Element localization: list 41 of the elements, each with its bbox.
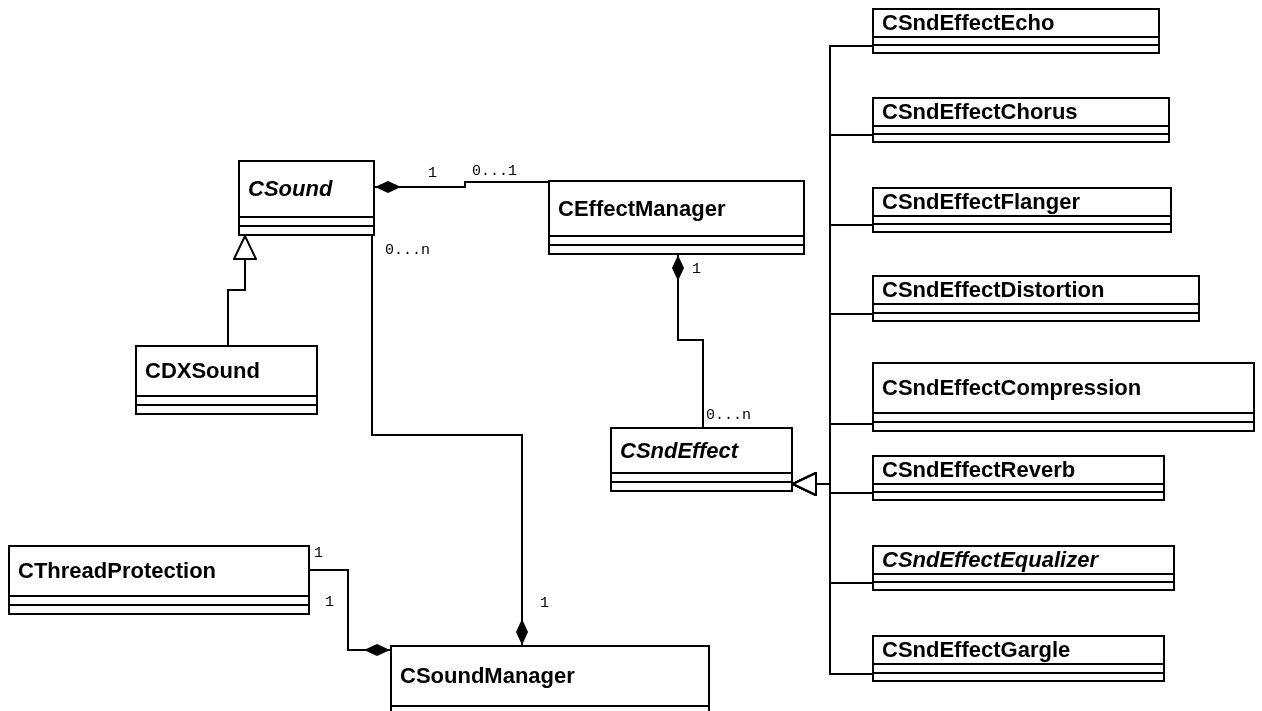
class-box bbox=[135, 345, 318, 415]
class-name: CSndEffectChorus bbox=[882, 99, 1078, 125]
multiplicity-label: 0...n bbox=[385, 243, 430, 259]
class-box bbox=[872, 97, 1170, 143]
multiplicity-label: 1 bbox=[325, 595, 334, 611]
composition-line bbox=[309, 569, 391, 656]
class-box bbox=[390, 645, 710, 711]
class-name: CSoundManager bbox=[400, 663, 575, 689]
class-name: CSndEffectEqualizer bbox=[882, 547, 1098, 573]
class-box bbox=[872, 8, 1160, 54]
class-name: CSndEffectGargle bbox=[882, 637, 1071, 663]
class-box bbox=[872, 455, 1165, 501]
composition-line bbox=[371, 235, 528, 646]
composition-line bbox=[672, 254, 704, 428]
class-box bbox=[8, 545, 310, 615]
class-box bbox=[872, 275, 1200, 322]
multiplicity-label: 0...n bbox=[706, 408, 751, 424]
class-box bbox=[872, 187, 1172, 233]
composition-line bbox=[374, 181, 549, 193]
class-name: CSndEffectFlanger bbox=[882, 189, 1081, 215]
class-box bbox=[548, 180, 805, 255]
multiplicity-label: 1 bbox=[314, 546, 323, 562]
class-name: CSndEffectEcho bbox=[882, 10, 1055, 36]
multiplicity-label: 1 bbox=[428, 166, 437, 182]
class-box bbox=[872, 635, 1165, 682]
generalization-arrow bbox=[227, 235, 257, 346]
class-name: CEffectManager bbox=[558, 195, 726, 222]
class-name: CDXSound bbox=[145, 358, 260, 384]
multiplicity-label: 1 bbox=[692, 262, 701, 278]
class-box bbox=[238, 160, 375, 236]
multiplicity-label: 1 bbox=[540, 596, 549, 612]
class-box bbox=[872, 362, 1255, 432]
class-name: CThreadProtection bbox=[18, 558, 217, 584]
class-name: CSndEffectReverb bbox=[882, 457, 1076, 483]
class-name: CSound bbox=[248, 176, 333, 202]
class-name: CSndEffectCompression bbox=[882, 375, 1142, 401]
class-box bbox=[610, 427, 793, 492]
multiplicity-label: 0...1 bbox=[472, 164, 517, 180]
class-name: CSndEffectDistortion bbox=[882, 277, 1105, 303]
class-name: CSndEffect bbox=[620, 437, 739, 464]
class-box bbox=[872, 545, 1175, 591]
